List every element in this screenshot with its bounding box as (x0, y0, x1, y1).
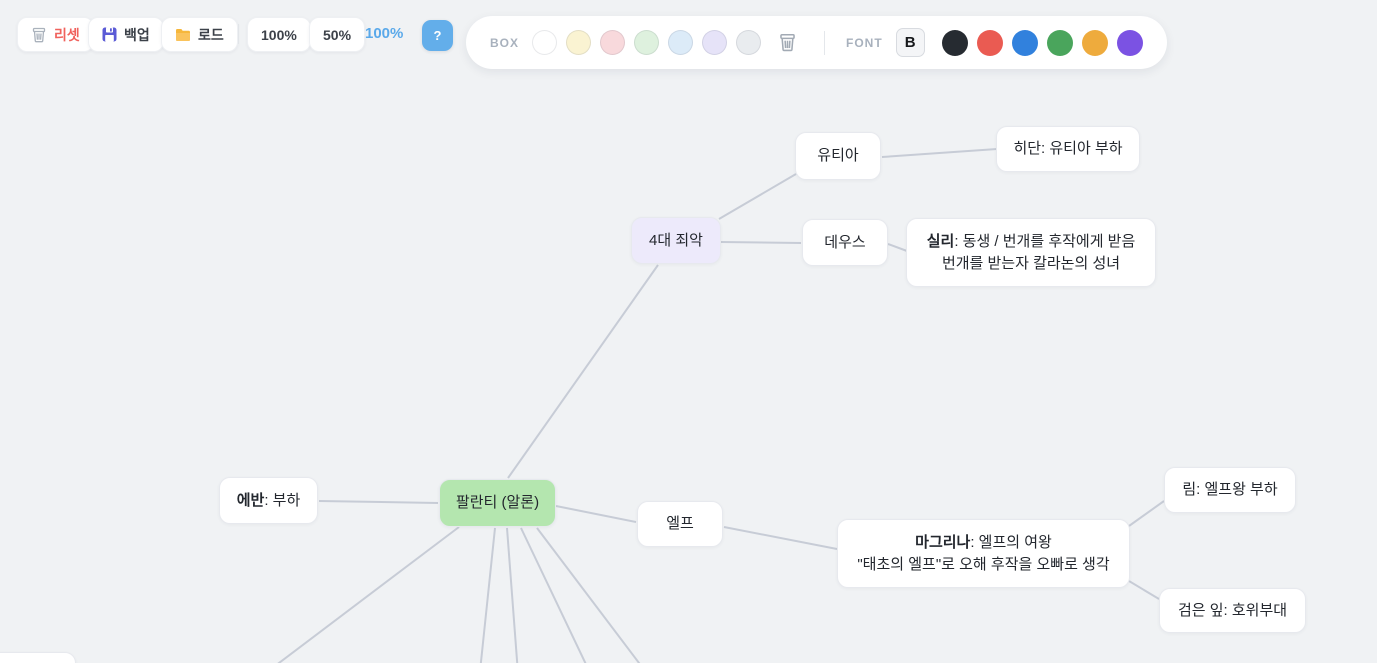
font-color-blue[interactable] (1011, 29, 1038, 56)
edge-pallanti-offscreen-2 (479, 527, 496, 663)
backup-label: 백업 (124, 26, 150, 43)
box-color-gray[interactable] (736, 30, 762, 55)
box-color-white[interactable] (532, 30, 558, 55)
box-trash-icon[interactable] (778, 33, 797, 52)
zoom-50-label: 50% (323, 26, 352, 43)
node-yutia[interactable]: 유티아 (795, 132, 881, 180)
trash-icon (31, 27, 47, 43)
edge-magrina-rim (1128, 500, 1165, 527)
style-palette: BOX FONT B (466, 16, 1167, 69)
node-elf[interactable]: 엘프 (637, 501, 723, 547)
zoom-100-label: 100% (261, 26, 297, 43)
node-line2: "태초의 엘프"로 오해 후작을 오빠로 생각 (857, 555, 1110, 573)
edge-yutia-hidan (881, 148, 998, 158)
node-label: 데우스 (824, 233, 866, 251)
font-color-purple[interactable] (1116, 29, 1143, 56)
edge-pallanti-offscreen-1 (277, 526, 460, 663)
edge-magrina-blackleaf (1128, 580, 1160, 600)
box-color-blue[interactable] (668, 30, 694, 55)
node-line1: 실리: 동생 / 번개를 후작에게 받음 (926, 232, 1136, 250)
edge-pallanti-offscreen-5 (536, 527, 641, 663)
toolbar-divider (238, 24, 239, 44)
palette-divider (824, 30, 826, 55)
edge-pallanti-offscreen-4 (520, 527, 587, 663)
node-label: 히단: 유티아 부하 (1013, 140, 1123, 157)
zoom-50-button[interactable]: 50% (309, 17, 366, 52)
node-partial-offscreen[interactable] (0, 652, 76, 663)
node-line2: 번개를 받는자 칼라논의 성녀 (941, 254, 1121, 272)
edge-sins-pallanti (507, 264, 659, 479)
edge-deus-silli (887, 243, 908, 252)
backup-button[interactable]: 백업 (88, 17, 164, 52)
floppy-disk-icon (102, 27, 117, 42)
box-section-label: BOX (490, 35, 520, 50)
node-deus[interactable]: 데우스 (802, 219, 888, 266)
edge-sins-yutia (718, 173, 797, 220)
reset-button[interactable]: 리셋 (17, 17, 94, 52)
toolbar: 리셋 백업 로드 100% 50% 100% ? BOX (0, 0, 1377, 72)
node-label: 팔란티 (알론) (455, 494, 540, 511)
edge-pallanti-offscreen-3 (506, 527, 519, 663)
node-label: 엘프 (666, 515, 694, 532)
font-color-red[interactable] (976, 29, 1003, 56)
node-magrina[interactable]: 마그리나: 엘프의 여왕 "태초의 엘프"로 오해 후작을 오빠로 생각 (837, 519, 1130, 588)
node-hidan[interactable]: 히단: 유티아 부하 (996, 126, 1140, 172)
current-zoom-level: 100% (365, 25, 404, 42)
bold-button[interactable]: B (895, 28, 925, 57)
font-color-green[interactable] (1046, 29, 1073, 56)
node-line1: 마그리나: 엘프의 여왕 (915, 533, 1052, 551)
node-silli[interactable]: 실리: 동생 / 번개를 후작에게 받음 번개를 받는자 칼라논의 성녀 (906, 218, 1156, 287)
font-color-orange[interactable] (1081, 29, 1108, 56)
edge-elf-magrina (723, 526, 838, 550)
box-color-lavender[interactable] (702, 30, 728, 55)
node-evan[interactable]: 에반: 부하 (219, 477, 318, 524)
node-label: 검은 잎: 호위부대 (1177, 601, 1288, 619)
box-color-green[interactable] (634, 30, 660, 55)
node-label: 4대 죄악 (649, 231, 703, 249)
load-label: 로드 (198, 26, 224, 43)
edge-sins-deus (720, 241, 802, 244)
node-black-leaf[interactable]: 검은 잎: 호위부대 (1159, 588, 1306, 633)
load-button[interactable]: 로드 (161, 17, 238, 52)
font-color-black[interactable] (941, 29, 968, 56)
font-section-label: FONT (846, 35, 883, 50)
node-line1: 에반: 부하 (236, 491, 301, 509)
box-color-yellow[interactable] (566, 30, 592, 55)
node-pallanti[interactable]: 팔란티 (알론) (439, 479, 556, 527)
reset-label: 리셋 (54, 26, 80, 43)
zoom-100-button[interactable]: 100% (247, 17, 311, 52)
node-label: 유티아 (817, 147, 859, 164)
node-rim[interactable]: 림: 엘프왕 부하 (1164, 467, 1296, 513)
node-4dae-joeak[interactable]: 4대 죄악 (631, 217, 721, 264)
edge-pallanti-elf (555, 505, 637, 523)
box-color-pink[interactable] (600, 30, 626, 55)
node-label: 림: 엘프왕 부하 (1182, 481, 1278, 498)
help-button[interactable]: ? (422, 20, 453, 51)
folder-icon (175, 28, 191, 42)
edge-evan-pallanti (318, 500, 439, 504)
